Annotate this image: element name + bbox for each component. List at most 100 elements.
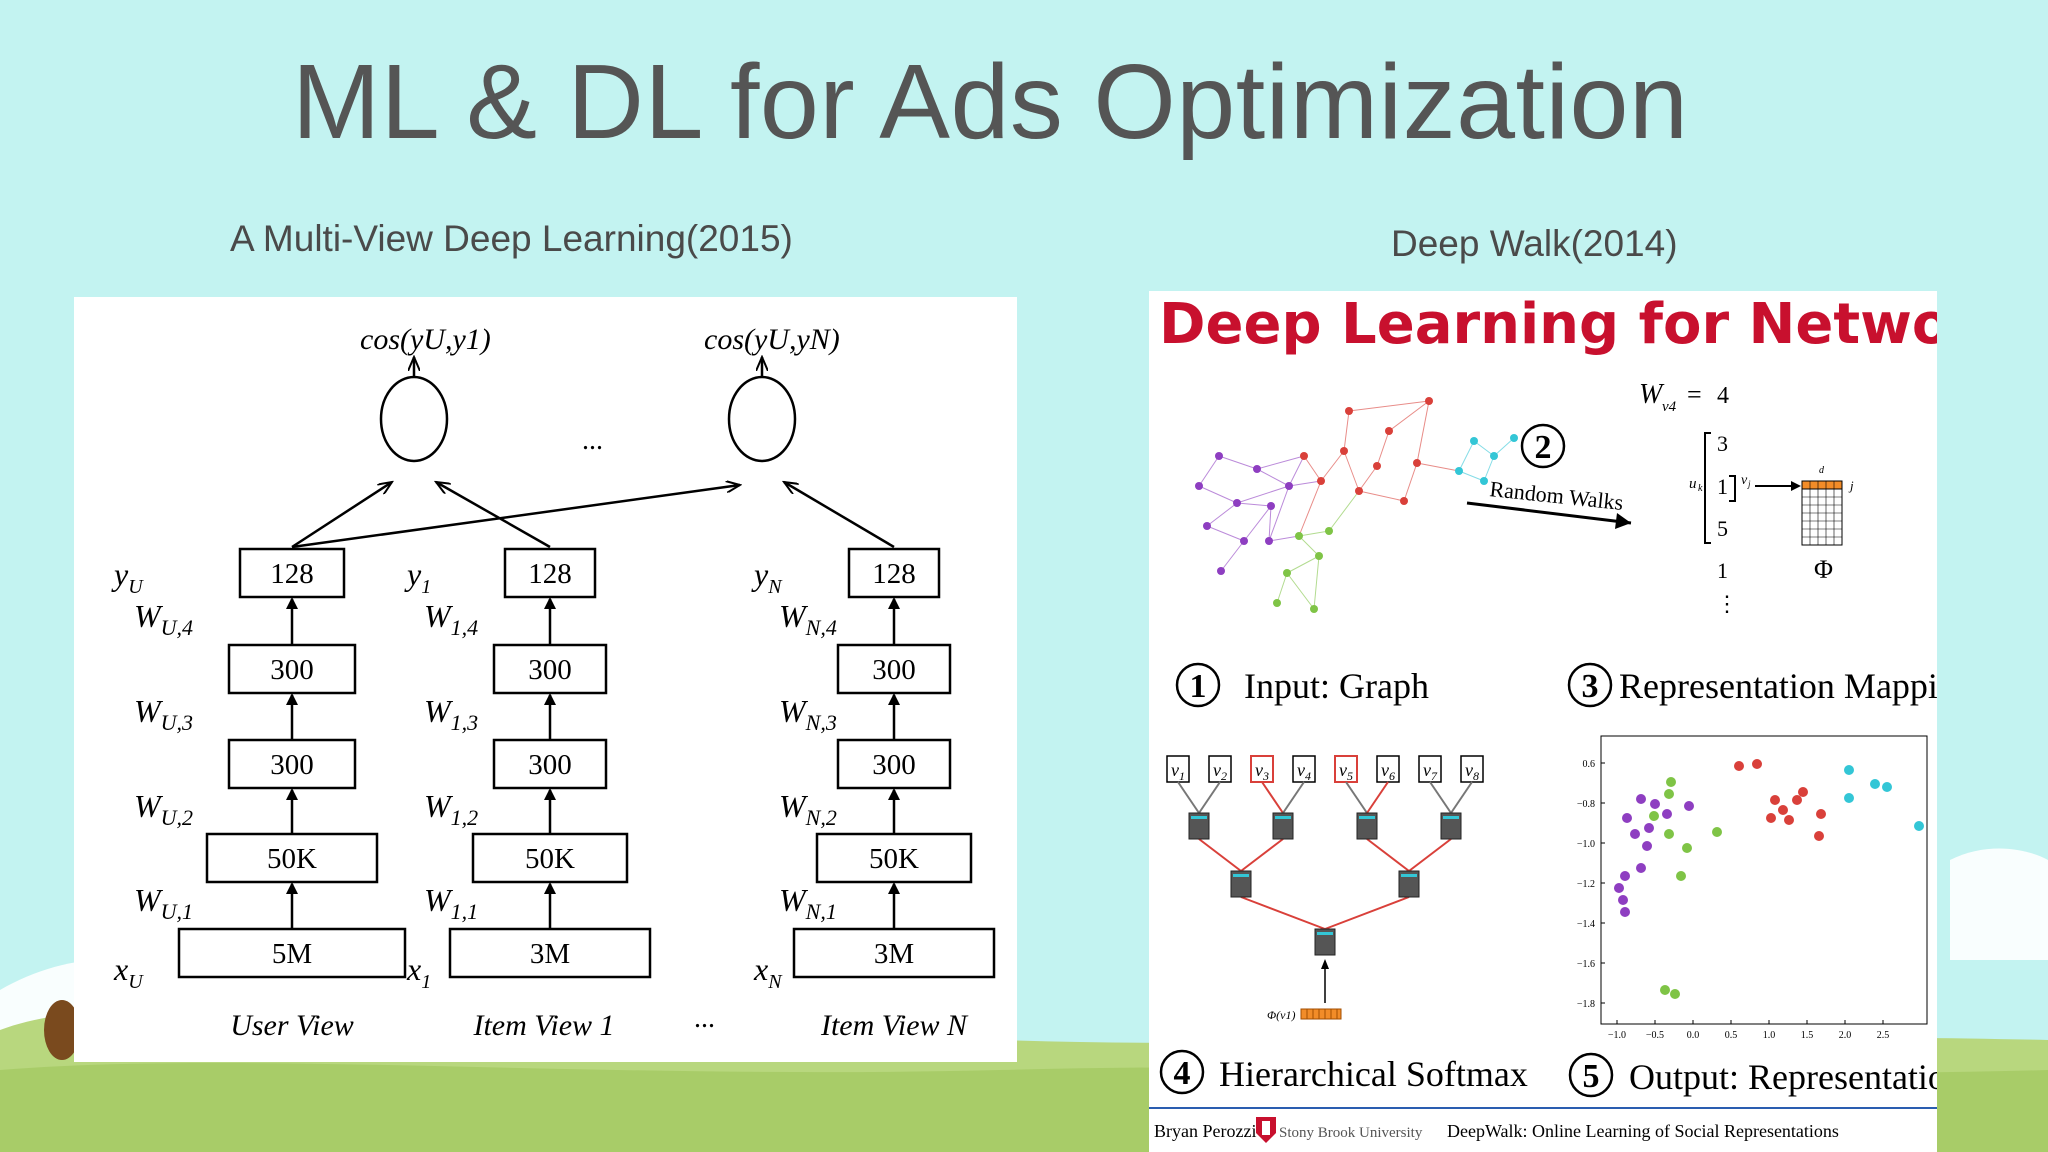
- y-tick-label: −1.8: [1577, 999, 1595, 1010]
- tree-node: [1188, 812, 1210, 840]
- leaf-label: v6: [1381, 760, 1395, 783]
- scatter-point: [1792, 795, 1802, 805]
- layer-box: [815, 832, 973, 884]
- svg-text:k: k: [1698, 483, 1703, 494]
- graph-node: [1490, 452, 1498, 460]
- scatter-point: [1770, 795, 1780, 805]
- cosine-node-left: [379, 375, 449, 463]
- x-tick-label: 0.5: [1725, 1030, 1738, 1041]
- walk-value-0: 4: [1717, 383, 1729, 409]
- graph-node: [1385, 427, 1393, 435]
- weight-label: W1,3: [424, 693, 478, 735]
- left-subtitle: A Multi-View Deep Learning(2015): [230, 218, 793, 259]
- scatter-point: [1914, 821, 1924, 831]
- graph-node: [1233, 499, 1241, 507]
- weight-label: WN,2: [779, 788, 837, 830]
- graph-node: [1283, 569, 1291, 577]
- weight-label: WU,4: [134, 598, 193, 640]
- scatter-point: [1662, 809, 1672, 819]
- scatter-point: [1684, 801, 1694, 811]
- graph-node: [1195, 482, 1203, 490]
- scatter-point: [1882, 782, 1892, 792]
- scatter-point: [1814, 831, 1824, 841]
- graph-node: [1480, 477, 1488, 485]
- graph-node: [1413, 459, 1421, 467]
- svg-text:v4: v4: [1662, 399, 1677, 415]
- scatter-point: [1636, 794, 1646, 804]
- svg-text:5: 5: [1583, 1058, 1600, 1095]
- graph-node: [1425, 397, 1433, 405]
- weight-label: WU,3: [134, 693, 193, 735]
- y-tick-label: −1.2: [1577, 879, 1595, 890]
- graph-node: [1345, 407, 1353, 415]
- weight-label: WN,1: [779, 882, 837, 924]
- view-label: User View: [230, 1009, 354, 1042]
- scatter-point: [1660, 985, 1670, 995]
- y-tick-label: −1.4: [1577, 919, 1595, 930]
- scatter-point: [1816, 809, 1826, 819]
- leaf-label: v8: [1465, 760, 1479, 783]
- leaf-label: v2: [1213, 760, 1227, 783]
- x-tick-label: 1.5: [1801, 1030, 1814, 1041]
- stony-brook-logo: [1256, 1117, 1276, 1143]
- graph-node: [1217, 567, 1225, 575]
- leaf-label: v3: [1255, 760, 1269, 783]
- scatter-point: [1630, 829, 1640, 839]
- graph-node: [1240, 537, 1248, 545]
- input-label: xN: [753, 951, 783, 993]
- scatter-point: [1664, 789, 1674, 799]
- footer-university: Stony Brook University: [1279, 1125, 1423, 1141]
- svg-text:d: d: [1819, 465, 1825, 476]
- top-ellipsis: ...: [582, 425, 603, 456]
- leaf-label: v4: [1297, 760, 1311, 783]
- scatter-point: [1676, 871, 1686, 881]
- y-tick-label: −1.0: [1577, 839, 1595, 850]
- leaf-label: v5: [1339, 760, 1353, 783]
- input-label: xU: [113, 951, 144, 993]
- layer-label: 300: [872, 749, 916, 781]
- deepwalk-figure: Deep Learning for Networks 2 Random Walk…: [1149, 291, 2048, 1152]
- step-5-label: Output: Representation: [1629, 1057, 1937, 1097]
- walk-value-4: 1: [1717, 558, 1728, 583]
- svg-text:v: v: [1741, 473, 1748, 488]
- step-3-badge: [1567, 662, 1613, 708]
- scatter-point: [1670, 989, 1680, 999]
- tree-node: [1356, 812, 1378, 840]
- layer-label: 5M: [272, 938, 312, 970]
- layer-label: 128: [528, 558, 572, 590]
- x-tick-label: −1.0: [1608, 1030, 1626, 1041]
- layer-label: 300: [270, 654, 314, 686]
- scatter-point: [1870, 779, 1880, 789]
- layer-label: 128: [270, 558, 314, 590]
- layer-label: 300: [270, 749, 314, 781]
- scatter-point: [1642, 841, 1652, 851]
- scatter-point: [1798, 787, 1808, 797]
- step-4-label: Hierarchical Softmax: [1219, 1054, 1528, 1094]
- x-tick-label: −0.5: [1646, 1030, 1664, 1041]
- graph-node: [1340, 447, 1348, 455]
- scatter-point: [1712, 827, 1722, 837]
- deepwalk-diagram: Deep Learning for Networks 2 Random Walk…: [1149, 292, 2048, 1143]
- weight-label: WN,3: [779, 693, 837, 735]
- weight-label: WN,4: [779, 598, 837, 640]
- graph-node: [1510, 434, 1518, 442]
- x-tick-label: 1.0: [1763, 1030, 1776, 1041]
- scatter-point: [1636, 863, 1646, 873]
- x-tick-label: 0.0: [1687, 1030, 1700, 1041]
- graph-node: [1265, 537, 1273, 545]
- step-4-badge: [1159, 1049, 1205, 1095]
- svg-text:j: j: [1747, 479, 1751, 489]
- scatter-point: [1620, 907, 1630, 917]
- graph-node: [1215, 452, 1223, 460]
- walk-value-3: 5: [1717, 516, 1728, 541]
- footer-author: Bryan Perozzi: [1154, 1121, 1256, 1141]
- graph-node: [1300, 452, 1308, 460]
- weight-label: W1,1: [424, 882, 478, 924]
- phi-v1-vector: [1300, 1008, 1342, 1020]
- output-label: yU: [111, 556, 144, 598]
- layer-label: 128: [872, 558, 916, 590]
- y-tick-label: −0.8: [1577, 799, 1595, 810]
